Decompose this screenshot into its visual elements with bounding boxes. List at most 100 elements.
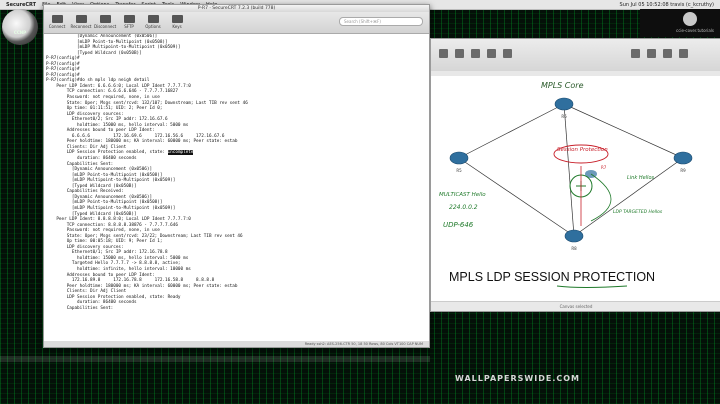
- link-r6-r5: [458, 103, 565, 159]
- terminal-line: Peer holdtime: 180000 ms; KA interval: 6…: [46, 283, 238, 289]
- terminal-line: holdtime: 15000 ms, hello interval: 5000…: [46, 255, 189, 261]
- handwriting-session-protection: Session Protection: [557, 147, 608, 153]
- terminal-line: TCP connection: 6.6.6.6.646 - 7.7.7.7.16…: [46, 89, 178, 95]
- toolbar-label: Options: [145, 24, 161, 29]
- terminal-line: [Dynamic Announcement (0x0506)]: [46, 194, 153, 200]
- router-r7[interactable]: R7: [585, 165, 607, 178]
- terminal-line: 6.6.6.6 172.16.69.6 172.16.56.6 172.16.6…: [46, 133, 225, 139]
- inspector-icon[interactable]: [663, 49, 672, 58]
- svg-text:R5: R5: [456, 168, 462, 173]
- terminal-line: [mLDP Point-to-Multipoint (0x0508)]: [46, 39, 168, 45]
- terminal-line: holdtime: infinite, hello interval: 1000…: [46, 266, 191, 272]
- terminal-line: [Typed Wildcard (0x050B)]: [46, 50, 142, 56]
- grid-icon[interactable]: [647, 49, 656, 58]
- terminal-lines: [Dynamic Announcement (0x0506)] [mLDP Po…: [44, 34, 429, 311]
- zoom-icon[interactable]: [631, 49, 640, 58]
- terminal-line: [Typed Wildcard (0x050B)]: [46, 183, 137, 189]
- pen-tool-icon[interactable]: [503, 49, 512, 58]
- toolbar-label: SFTP: [124, 24, 134, 29]
- disconnect-icon: [99, 15, 111, 23]
- handwriting-hellos: Link Hellos: [627, 175, 655, 181]
- terminal-line: duration: 86400 seconds: [46, 300, 137, 306]
- terminal-line: Capabilities Received:: [46, 189, 124, 195]
- keys-button[interactable]: Keys: [166, 12, 188, 29]
- terminal-line: LDP discovery sources:: [46, 111, 124, 117]
- logo[interactable]: [2, 9, 38, 45]
- network-diagram: R6 R5 R9 R8 R7 MPLS Core Session Protect…: [439, 81, 693, 289]
- terminal-title: P-R7 · SecureCRT 7.2.3 (build 778): [44, 5, 429, 12]
- terminal-window: P-R7 · SecureCRT 7.2.3 (build 778) Conne…: [43, 4, 430, 348]
- terminal-line: Targeted Hello 7.7.7.7 -> 8.8.8.8, activ…: [46, 261, 181, 267]
- shape-tool-icon[interactable]: [455, 49, 464, 58]
- color-icon[interactable]: [679, 49, 688, 58]
- text-tool-icon[interactable]: [487, 49, 496, 58]
- terminal-line: LDP Session Protection enabled, state: I…: [46, 150, 194, 156]
- desktop-drive-icon[interactable]: [683, 12, 697, 26]
- logo-label: CCNP: [13, 30, 27, 35]
- svg-text:R9: R9: [680, 168, 686, 173]
- terminal-line: Password: not required, none, in use: [46, 95, 160, 101]
- select-tool-icon[interactable]: [439, 49, 448, 58]
- sftp-button[interactable]: SFTP: [118, 12, 140, 29]
- terminal-status: Ready ssh2: AES-256-CTR 50, 18 50 Rows, …: [44, 341, 429, 347]
- terminal-line: Peer LDP Ident: 6.6.6.6:0; Local LDP Ide…: [46, 83, 191, 89]
- menu-item-securecrt[interactable]: SecureCRT: [6, 1, 37, 8]
- terminal-line: Clients: Dir Adj Client: [46, 144, 127, 150]
- handwriting-udp: UDP-646: [443, 221, 474, 229]
- terminal-line: TCP connection: 8.8.8.8.38876 - 7.7.7.7.…: [46, 222, 178, 228]
- terminal-line: Clients: Dir Adj Client: [46, 289, 127, 295]
- terminal-line: [Typed Wildcard (0x050B)]: [46, 211, 137, 217]
- line-tool-icon[interactable]: [471, 49, 480, 58]
- options-button[interactable]: Options: [142, 12, 164, 29]
- handwriting-ldp-targeted: LDP TARGETED Hellos: [613, 209, 663, 215]
- router-r8[interactable]: R8: [564, 229, 584, 251]
- terminal-line: State: Oper; Msgs sent/rcvd: 23/22; Down…: [46, 233, 243, 239]
- router-r5[interactable]: R5: [449, 151, 469, 173]
- link-r6-r8: [563, 103, 575, 237]
- connect-icon: [51, 15, 63, 23]
- router-r9[interactable]: R9: [673, 151, 693, 173]
- terminal-line: duration: 86400 seconds: [46, 156, 137, 162]
- menubar-clock: Sun Jul 05 10:52:08 travis (c_kcruthy): [619, 1, 714, 8]
- dock-strip: [0, 356, 430, 362]
- link-r6-r9: [563, 103, 684, 159]
- disconnect-button[interactable]: Disconnect: [94, 12, 116, 29]
- link-r9-r8: [573, 157, 684, 237]
- router-r6[interactable]: R6: [554, 97, 574, 119]
- highlighted-state: Incomplete: [167, 150, 194, 156]
- watermark: WALLPAPERSWIDE.COM: [455, 374, 580, 383]
- terminal-line: Up time: 00:05:18; UID: 9; Peer Id 1;: [46, 239, 163, 245]
- sftp-icon: [123, 15, 135, 23]
- connect-button[interactable]: Connect: [46, 12, 68, 29]
- terminal-line: [Dynamic Announcement (0x0506)]: [46, 34, 158, 39]
- drawing-toolbar-icons: [439, 49, 688, 58]
- options-icon: [147, 15, 159, 23]
- desktop-icon-label: ccie-cover.tutorials: [676, 28, 714, 33]
- terminal-line: P-R7(config)#do sh mpls ldp neigh detail: [46, 78, 150, 84]
- reconnect-icon: [75, 15, 87, 23]
- terminal-line: [mLDP Point-to-Multipoint (0x0508)]: [46, 200, 163, 206]
- terminal-line: LDP Session Protection enabled, state: R…: [46, 294, 181, 300]
- toolbar-label: Connect: [48, 24, 66, 29]
- drawing-toolbar: [431, 39, 720, 72]
- terminal-line: P-R7(config)#: [46, 61, 80, 67]
- terminal-line: Ethernet0/2; Src IP addr: 172.16.67.6: [46, 117, 168, 123]
- terminal-output[interactable]: [Dynamic Announcement (0x0506)] [mLDP Po…: [44, 34, 429, 341]
- svg-text:R6: R6: [561, 114, 567, 119]
- terminal-line: Up time: 01:11:51; UID: 2; Peer Id 0;: [46, 106, 163, 112]
- title-underline: [556, 285, 628, 289]
- drawing-status: Canvas selected: [431, 301, 720, 311]
- diagram-title: MPLS LDP SESSION PROTECTION: [449, 270, 655, 284]
- svg-text:R7: R7: [601, 165, 607, 170]
- terminal-line: [mLDP Multipoint-to-Multipoint (0x0509)]: [46, 205, 176, 211]
- terminal-line: P-R7(config)#: [46, 67, 80, 73]
- search-input[interactable]: Search (Shift+⌘F): [339, 17, 423, 26]
- terminal-line: Capabilities Sent:: [46, 305, 114, 311]
- terminal-line: [mLDP Multipoint-to-Multipoint (0x0509)]: [46, 45, 181, 51]
- targeted-arrow: [590, 173, 612, 222]
- reconnect-button[interactable]: Reconnect: [70, 12, 92, 29]
- toolbar-label: Reconnect: [70, 24, 92, 29]
- drawing-canvas[interactable]: R6 R5 R9 R8 R7 MPLS Core Session Protect…: [431, 76, 720, 301]
- terminal-line: 172.16.89.8 172.16.78.8 172.16.58.8 8.8.…: [46, 278, 215, 284]
